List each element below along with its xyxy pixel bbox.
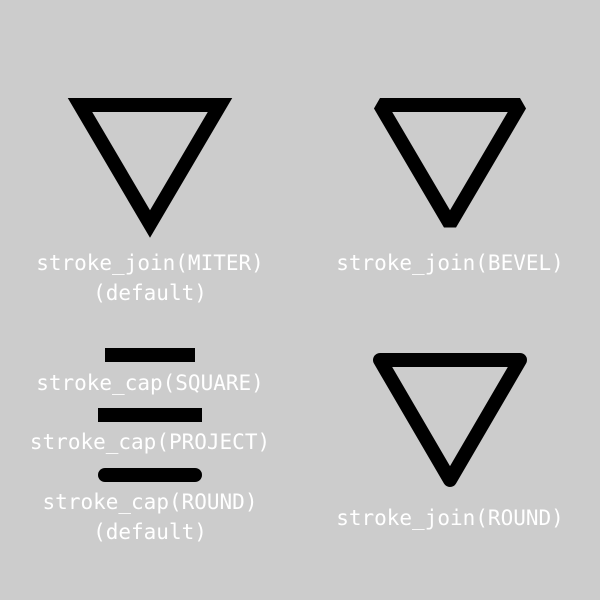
label-round-cap: stroke_cap(ROUND) (default) bbox=[0, 487, 300, 547]
label-round-join: stroke_join(ROUND) bbox=[300, 503, 600, 533]
label-miter-join: stroke_join(MITER) (default) bbox=[0, 248, 300, 308]
label-bevel-join-text: stroke_join(BEVEL) bbox=[336, 251, 564, 275]
label-project-cap-text: stroke_cap(PROJECT) bbox=[29, 430, 271, 454]
label-round-join-text: stroke_join(ROUND) bbox=[336, 506, 564, 530]
label-round-cap-text: stroke_cap(ROUND) bbox=[42, 490, 258, 514]
label-miter-join-default: (default) bbox=[93, 281, 207, 305]
label-project-cap: stroke_cap(PROJECT) bbox=[0, 427, 300, 457]
triangle-round-join bbox=[373, 353, 527, 487]
label-square-cap: stroke_cap(SQUARE) bbox=[0, 368, 300, 398]
label-round-cap-default: (default) bbox=[93, 520, 207, 544]
label-square-cap-text: stroke_cap(SQUARE) bbox=[36, 371, 264, 395]
label-bevel-join: stroke_join(BEVEL) bbox=[300, 248, 600, 278]
label-miter-join-text: stroke_join(MITER) bbox=[36, 251, 264, 275]
triangle-miter-join bbox=[67, 98, 233, 238]
triangle-bevel-join bbox=[373, 98, 527, 228]
